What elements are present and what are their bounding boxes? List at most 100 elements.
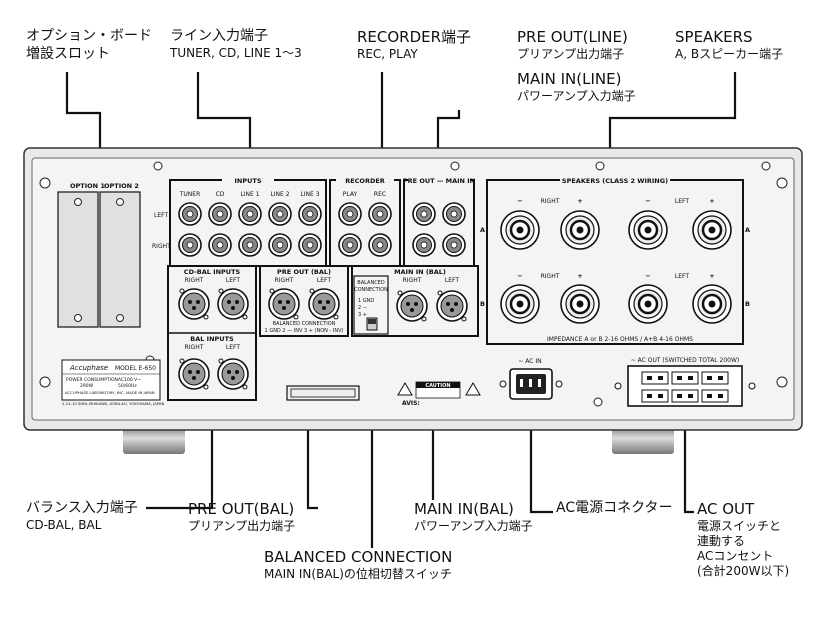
ac-in-inlet[interactable]: ~ AC IN xyxy=(499,358,563,400)
speakers-right-upper: RIGHT xyxy=(541,198,560,205)
speakers-left-upper: LEFT xyxy=(675,198,689,205)
xlr-cd-bal-right[interactable] xyxy=(178,288,210,320)
model-plate: Accuphase MODEL E-650 POWER CONSUMPTION … xyxy=(61,359,164,406)
rca-recorder-right-2[interactable] xyxy=(368,233,392,257)
speaker-terminal-5[interactable] xyxy=(500,284,540,324)
speaker-terminal-8[interactable] xyxy=(692,284,732,324)
rca-recorder-left-1[interactable] xyxy=(338,202,362,226)
xlr-bal-right[interactable] xyxy=(178,358,210,390)
inputs-label: INPUTS xyxy=(234,177,261,185)
rca-input-right-3[interactable] xyxy=(238,233,262,257)
speaker-b-left: B xyxy=(480,300,485,308)
rca-input-right-5[interactable] xyxy=(298,233,322,257)
rca-input-right-2[interactable] xyxy=(208,233,232,257)
rca-input-left-1[interactable] xyxy=(178,202,202,226)
rca-input-jacks xyxy=(178,202,322,257)
xlr-pre-out-right[interactable] xyxy=(268,288,300,320)
rec-label: REC xyxy=(374,191,386,198)
ac-outlet-5[interactable] xyxy=(671,389,699,403)
callout-main-in-bal: MAIN IN(BAL) パワーアンプ入力端子 xyxy=(414,500,533,534)
callout-pre-out-bal-line2: プリアンプ出力端子 xyxy=(188,518,296,533)
xlr-cd-bal-left[interactable] xyxy=(217,288,249,320)
rca-recorder-jacks xyxy=(338,202,392,257)
rca-input-left-2[interactable] xyxy=(208,202,232,226)
callout-main-in-bal-line2: パワーアンプ入力端子 xyxy=(414,518,533,533)
callout-speakers: SPEAKERS A, Bスピーカー端子 xyxy=(675,28,783,62)
callout-ac-out-line1: AC OUT xyxy=(697,500,755,518)
ac-outlet-3[interactable] xyxy=(701,371,729,385)
xlr-main-in-left[interactable] xyxy=(436,290,468,322)
speaker-terminal-2[interactable] xyxy=(560,210,600,250)
rca-premain-left-1[interactable] xyxy=(412,202,436,226)
three-plus-small: 3 + xyxy=(358,312,367,318)
speaker-a-right: A xyxy=(745,226,750,234)
pre-out-bal-label: PRE OUT (BAL) xyxy=(277,268,331,276)
plus-sign-4: + xyxy=(709,272,714,280)
callout-ac-connector-line1: AC電源コネクター xyxy=(556,500,673,516)
rca-input-left-5[interactable] xyxy=(298,202,322,226)
main-in-bal-label: MAIN IN (BAL) xyxy=(394,268,446,276)
speaker-terminal-4[interactable] xyxy=(692,210,732,250)
bal-left: LEFT xyxy=(226,344,240,351)
cd-label: CD xyxy=(216,191,225,198)
connection-small: CONNECTION xyxy=(354,287,388,293)
line3-label: LINE 3 xyxy=(300,191,319,198)
callout-pre-out-line-line1: PRE OUT(LINE) xyxy=(517,28,628,46)
callout-line-inputs: ライン入力端子 TUNER, CD, LINE 1〜3 xyxy=(170,28,302,61)
callout-main-in-line: MAIN IN(LINE) パワーアンプ入力端子 xyxy=(517,70,636,104)
option2-label: OPTION 2 xyxy=(104,182,139,190)
callout-option-board-line1: オプション・ボード xyxy=(26,28,152,44)
rca-premain-right-1[interactable] xyxy=(412,233,436,257)
xlr-main-in-right[interactable] xyxy=(396,290,428,322)
main-in-bal-left: LEFT xyxy=(445,277,459,284)
rca-input-left-3[interactable] xyxy=(238,202,262,226)
rca-recorder-right-1[interactable] xyxy=(338,233,362,257)
rca-input-right-1[interactable] xyxy=(178,233,202,257)
impedance-label: IMPEDANCE A or B 2-16 OHMS / A+B 4-16 OH… xyxy=(547,336,693,343)
rca-premain-left-2[interactable] xyxy=(442,202,466,226)
screws xyxy=(39,161,788,407)
callout-balanced-connection-line2: MAIN IN(BAL)の位相切替スイッチ xyxy=(264,566,452,581)
callout-ac-connector: AC電源コネクター xyxy=(556,500,673,518)
caution-text: CAUTION xyxy=(425,383,450,389)
rca-recorder-left-2[interactable] xyxy=(368,202,392,226)
callout-main-in-line-line2: パワーアンプ入力端子 xyxy=(517,88,636,103)
model-text: MODEL E-650 xyxy=(115,365,156,372)
cd-bal-left: LEFT xyxy=(226,277,240,284)
xlr-pre-out-left[interactable] xyxy=(308,288,340,320)
speaker-terminal-6[interactable] xyxy=(560,284,600,324)
ac-rating-text: AC100 V~ xyxy=(118,377,141,383)
ac-out-outlets[interactable]: ~ AC OUT (SWITCHED TOTAL 200W) xyxy=(614,357,756,407)
rca-input-right-4[interactable] xyxy=(268,233,292,257)
xlr-bal-left[interactable] xyxy=(217,358,249,390)
freq-text: 50/60Hz xyxy=(118,383,137,389)
speaker-terminal-1[interactable] xyxy=(500,210,540,250)
two-minus-small: 2 − xyxy=(358,305,367,311)
minus-sign-3: − xyxy=(517,272,522,280)
callout-recorder: RECORDER端子 REC, PLAY xyxy=(357,28,471,62)
gnd1-small: 1 GND xyxy=(358,298,374,304)
tuner-label: TUNER xyxy=(179,191,201,198)
power-consumption-text: POWER CONSUMPTION xyxy=(66,377,118,383)
bc-label-small: BALANCED CONNECTION xyxy=(273,321,336,327)
plus-sign-1: + xyxy=(577,197,582,205)
speaker-terminal-3[interactable] xyxy=(628,210,668,250)
rca-input-left-4[interactable] xyxy=(268,202,292,226)
ac-outlet-1[interactable] xyxy=(641,371,669,385)
rca-premain-right-2[interactable] xyxy=(442,233,466,257)
speaker-terminal-7[interactable] xyxy=(628,284,668,324)
line1-label: LINE 1 xyxy=(240,191,259,198)
ac-outlet-6[interactable] xyxy=(701,389,729,403)
speakers-label: SPEAKERS (CLASS 2 WIRING) xyxy=(562,177,668,185)
ac-outlet-2[interactable] xyxy=(671,371,699,385)
callout-ac-out-line5: (合計200W以下) xyxy=(697,563,790,578)
power-value-text: 290W xyxy=(80,383,94,389)
speakers-left-lower: LEFT xyxy=(675,273,689,280)
rs-connector xyxy=(286,385,360,401)
ac-outlet-4[interactable] xyxy=(641,389,669,403)
callout-line-inputs-line1: ライン入力端子 xyxy=(170,28,268,44)
avis-text: AVIS: xyxy=(402,400,420,407)
callout-balance-inputs: バランス入力端子 CD-BAL, BAL xyxy=(26,500,138,533)
option1-label: OPTION 1 xyxy=(70,182,105,190)
